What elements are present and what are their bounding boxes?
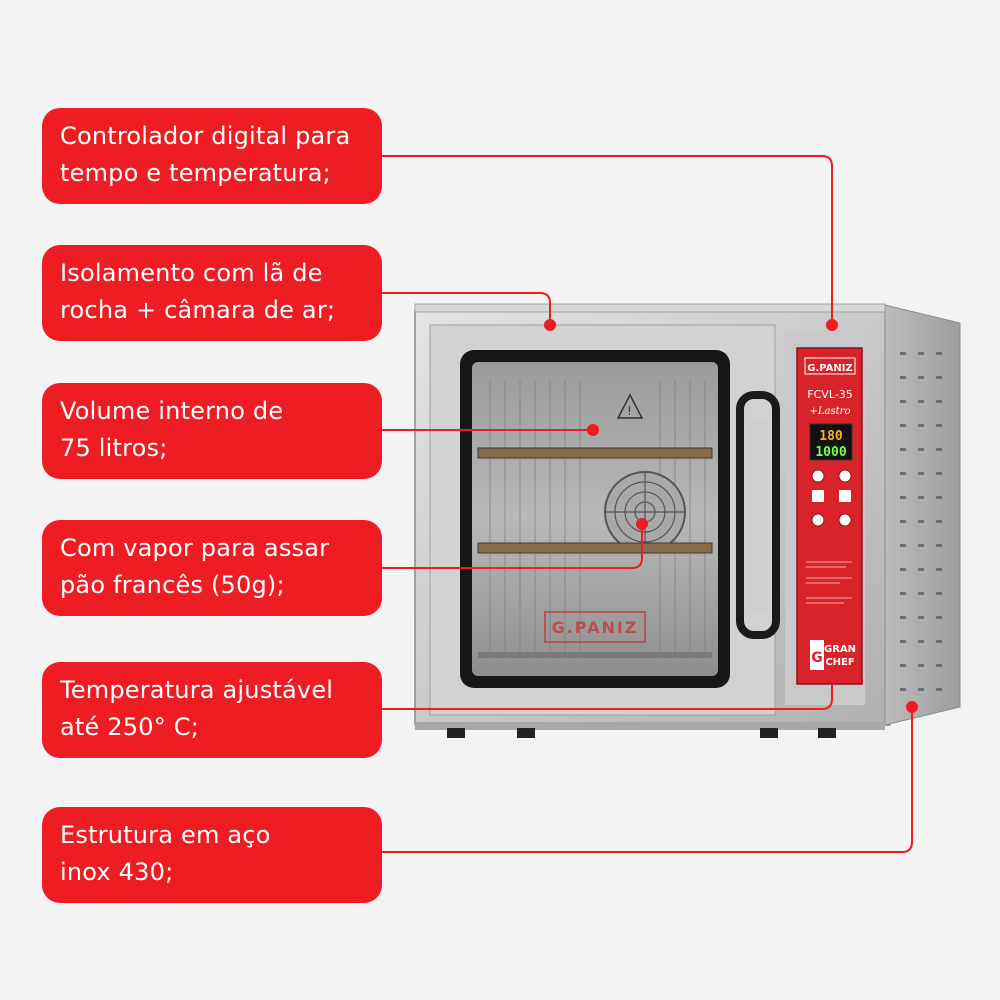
callout-text-line2: tempo e temperatura; [60,159,331,187]
door-window [472,362,718,676]
light-button[interactable] [811,513,825,527]
marker-dot [636,518,648,530]
callout-markers [544,319,918,713]
oven-door: ! G.PANIZ [429,324,780,716]
tray-upper [477,447,713,459]
model-sub-label: +Lastro [810,406,851,417]
callout-text-line1: Isolamento com lã de [60,259,323,287]
marker-dot [587,424,599,436]
fan-icon [604,471,686,553]
callout-text-line2: 75 litros; [60,434,168,462]
foot [447,728,465,738]
svg-text:!: ! [627,404,632,418]
callout-text-line2: pão francês (50g); [60,571,285,599]
door-handle [736,391,780,639]
fan-button[interactable] [838,513,852,527]
foot [760,728,778,738]
tray-lower [477,542,713,554]
callout-text-line1: Temperatura ajustável [60,676,334,704]
warning-icon [616,393,644,419]
callout-steam: Com vapor para assar pão francês (50g); [42,520,382,616]
tray-bottom [478,652,712,658]
callout-insulation: Isolamento com lã de rocha + câmara de a… [42,245,382,341]
display-time: 1000 [815,445,846,460]
callout-text-line1: Estrutura em aço [60,821,271,849]
callout-text-line1: Controlador digital para [60,122,351,150]
power-button[interactable] [838,469,852,483]
callout-text-line2: inox 430; [60,858,174,886]
model-label: FCVL-35 [807,388,852,401]
panel-brand-logo: G.PANIZ [807,363,853,374]
gran-chef-line1: GRAN [824,644,856,655]
control-panel: G.PANIZ FCVL-35 +Lastro 180 1000 G GRAN … [785,330,865,705]
panel-button-1[interactable] [811,469,825,483]
callout-text-line2: rocha + câmara de ar; [60,296,336,324]
door-brand-logo: G.PANIZ [552,618,639,637]
up-arrow-button[interactable] [839,490,851,502]
callout-internal-volume: Volume interno de 75 litros; [42,383,382,479]
callout-text-line2: até 250° C; [60,713,199,741]
foot [818,728,836,738]
display-temperature: 180 [819,429,843,444]
foot [517,728,535,738]
marker-dot [906,701,918,713]
callout-text-line1: Volume interno de [60,397,284,425]
gran-chef-line2: CHEF [825,657,854,668]
marker-dot [544,319,556,331]
callout-digital-controller: Controlador digital para tempo e tempera… [42,108,382,204]
side-vents [900,352,942,691]
gran-chef-mark: G [811,650,823,666]
callout-structure: Estrutura em aço inox 430; [42,807,382,903]
callout-temperature: Temperatura ajustável até 250° C; [42,662,382,758]
callout-connectors [382,155,913,853]
marker-dot [826,319,838,331]
callout-text-line1: Com vapor para assar [60,534,330,562]
down-arrow-button[interactable] [812,490,824,502]
digital-display [809,423,853,461]
